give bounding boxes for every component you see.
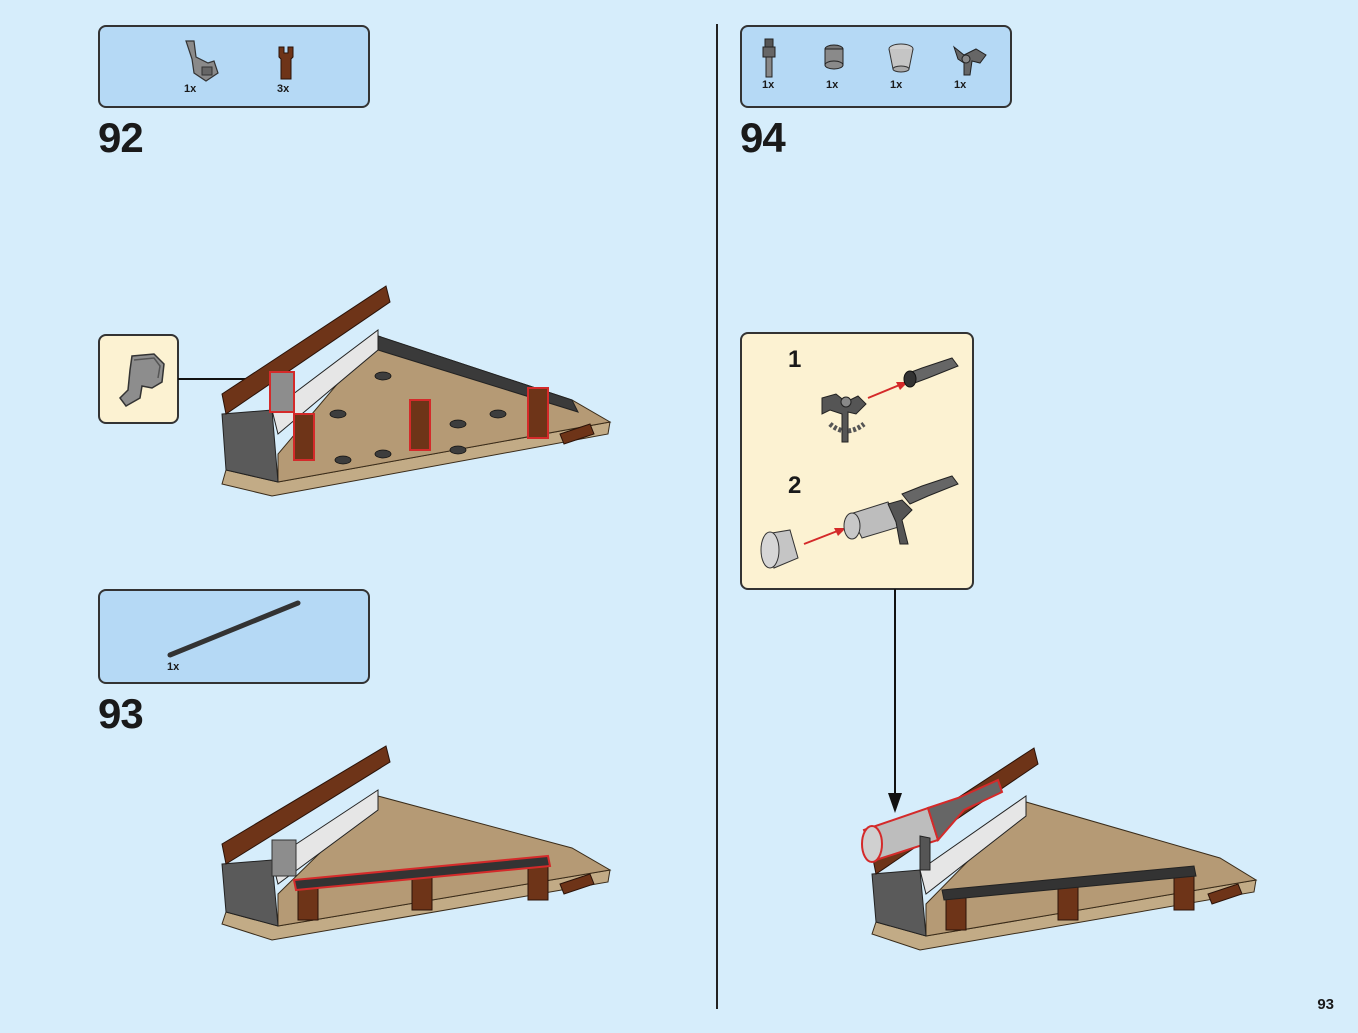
gray-round-brick-icon bbox=[822, 43, 846, 78]
step-92-callout bbox=[98, 334, 179, 424]
step-93-parts-box: 1x bbox=[98, 589, 370, 684]
brown-post-icon bbox=[276, 45, 296, 90]
substep-2-diagram bbox=[760, 475, 959, 569]
page-divider bbox=[716, 24, 718, 1009]
step-94-number: 94 bbox=[740, 114, 786, 161]
step-94-subassembly-callout: 1 2 bbox=[740, 332, 974, 590]
step-92-model bbox=[221, 285, 612, 497]
substep-2-number: 2 bbox=[788, 472, 802, 499]
step-93-number: 93 bbox=[98, 690, 144, 737]
gray-gun-mount-icon bbox=[950, 41, 990, 86]
gray-clip-bracket-icon bbox=[119, 353, 165, 407]
step-92-part-1-qty: 1x bbox=[184, 83, 197, 95]
page-number: 93 bbox=[1317, 996, 1334, 1013]
step-94-part-2-qty: 1x bbox=[826, 79, 839, 91]
substep-1-diagram bbox=[821, 357, 959, 443]
substep-1-number: 1 bbox=[788, 346, 802, 373]
light-gray-cone-icon bbox=[886, 43, 916, 80]
step-92-parts-box: 1x 3x bbox=[98, 25, 370, 108]
step-92-part-2-qty: 3x bbox=[277, 83, 290, 95]
step-93-model bbox=[221, 745, 612, 941]
step-92-number: 92 bbox=[98, 114, 144, 161]
gray-barrel-icon bbox=[760, 37, 778, 86]
step-94-model bbox=[861, 747, 1258, 951]
step-93-part-1-qty: 1x bbox=[167, 661, 180, 673]
step-94-down-arrow bbox=[888, 589, 902, 813]
step-94-parts-box: 1x 1x 1x 1x bbox=[740, 25, 1012, 108]
step-94-part-1-qty: 1x bbox=[762, 79, 775, 91]
black-bar-icon bbox=[166, 599, 306, 664]
gray-clip-bracket-icon bbox=[180, 37, 220, 88]
step-94-part-4-qty: 1x bbox=[954, 79, 967, 91]
step-94-part-3-qty: 1x bbox=[890, 79, 903, 91]
